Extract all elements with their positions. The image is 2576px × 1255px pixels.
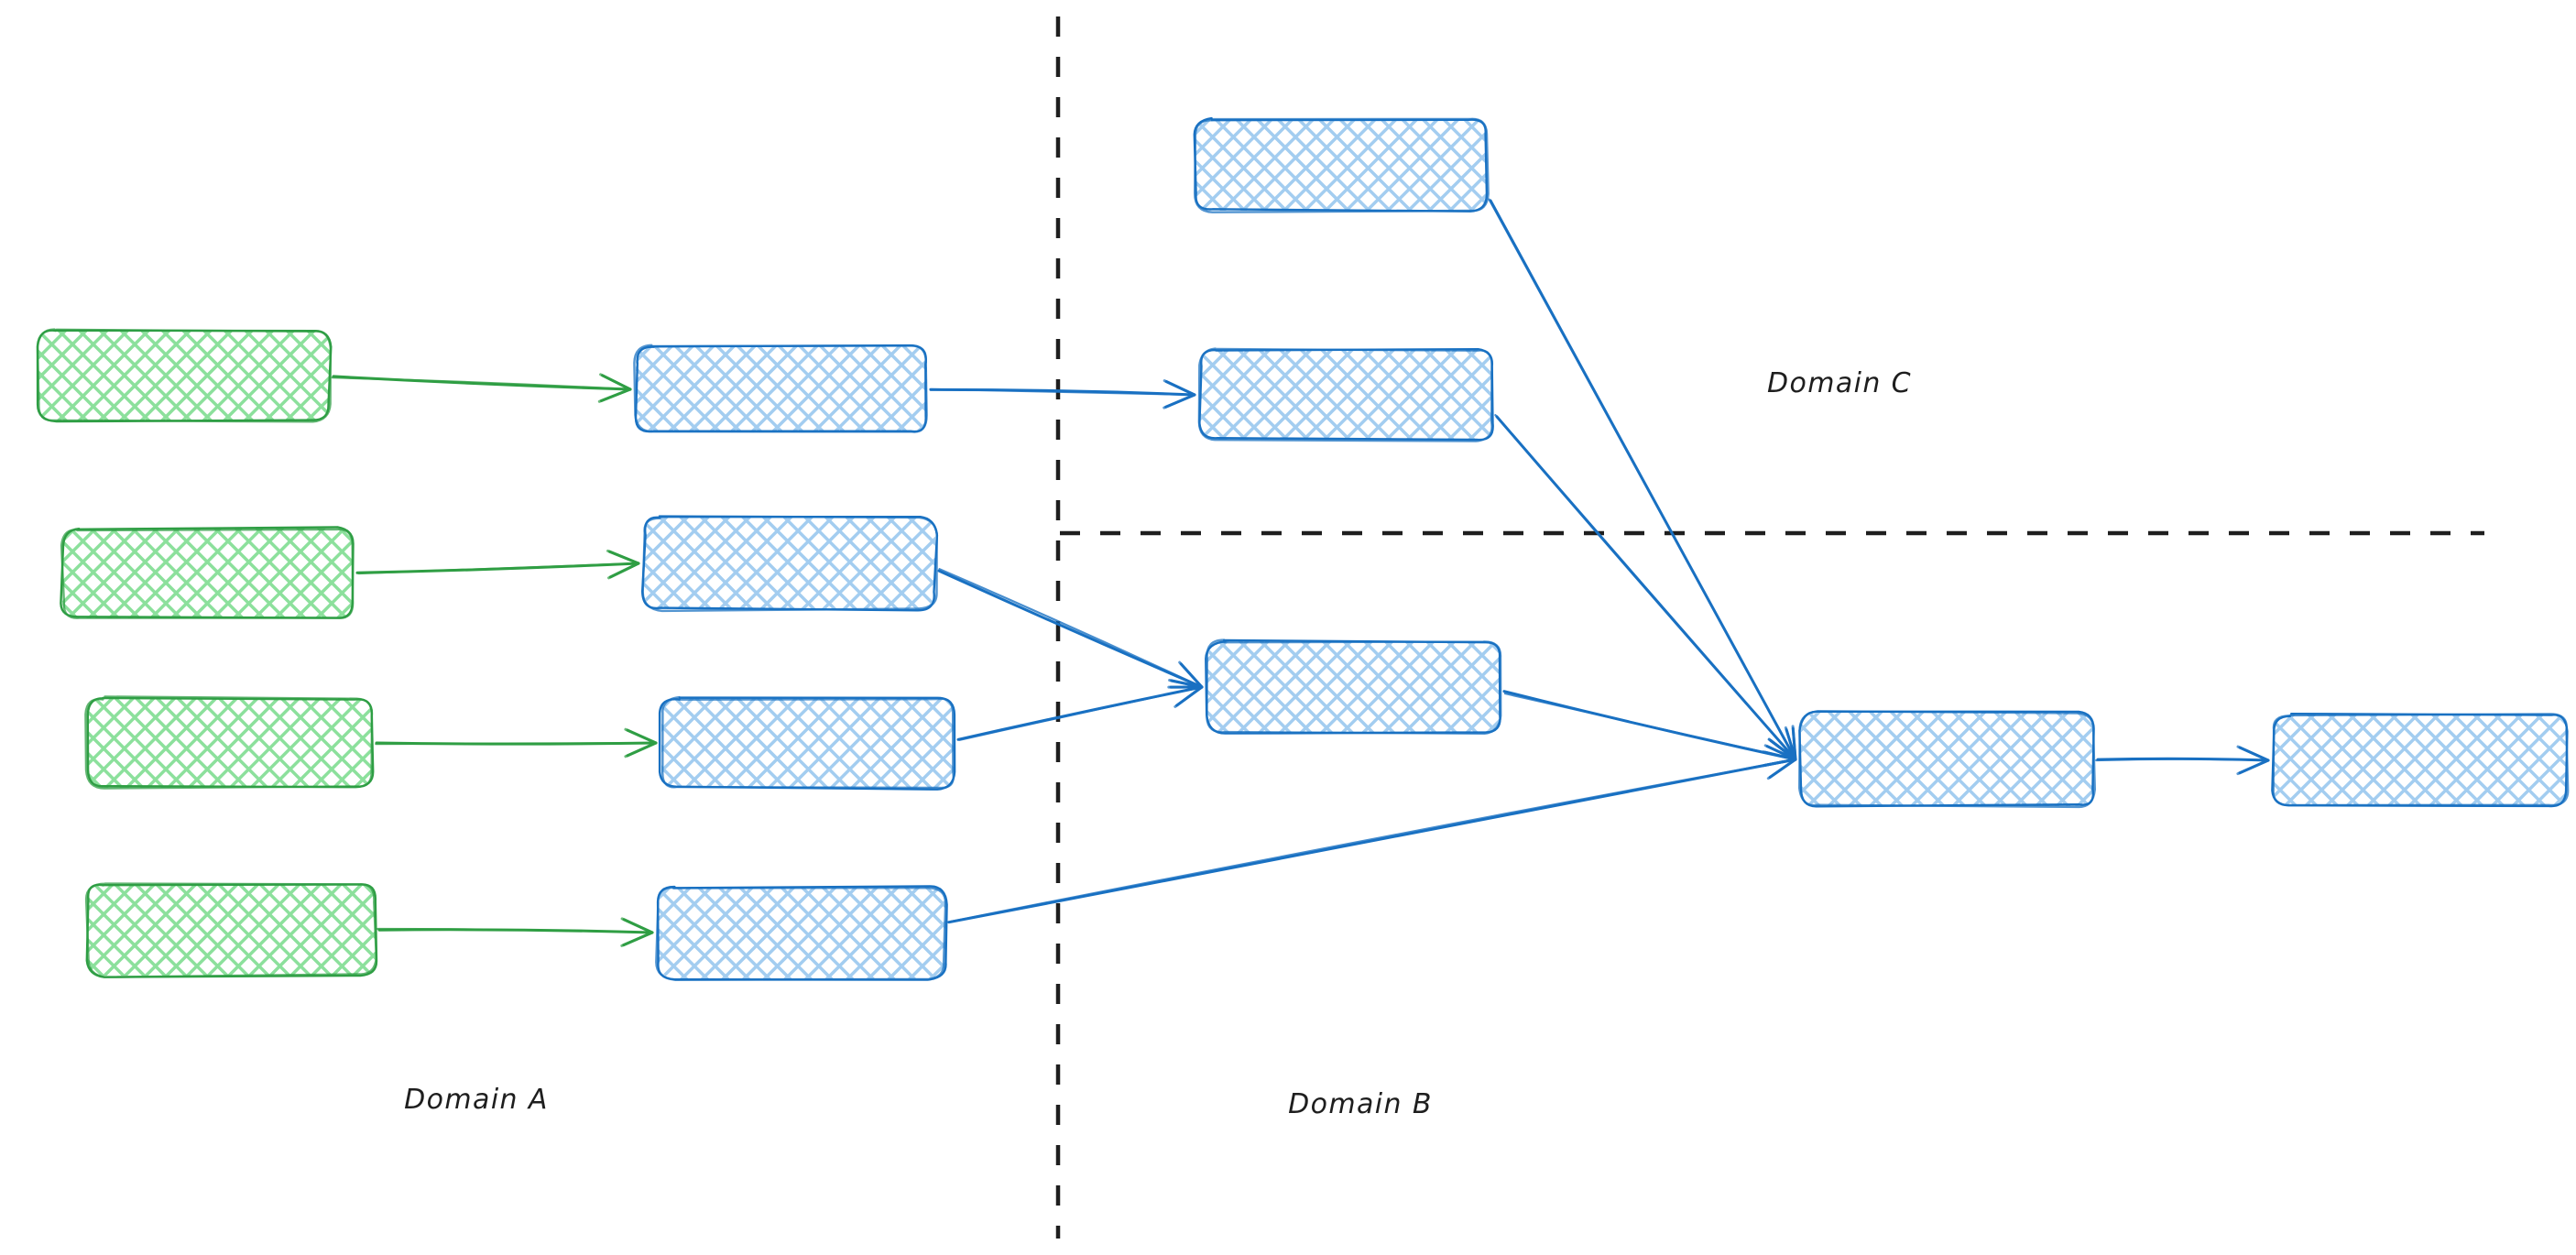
node-c3[interactable] [1205, 638, 1502, 735]
label-domain-a: Domain A [404, 1084, 549, 1116]
node-b3[interactable] [658, 695, 956, 791]
node-a3[interactable] [84, 695, 375, 790]
edge-c2-d1 [1494, 414, 1797, 761]
node-c2[interactable] [1197, 347, 1494, 442]
edge-b1-c2 [929, 379, 1196, 409]
label-domain-b: Domain B [1288, 1088, 1433, 1120]
node-c1[interactable] [1193, 116, 1490, 213]
edge-c3-d1 [1502, 690, 1797, 768]
nodes-layer [36, 116, 2570, 981]
edge-c1-d1 [1488, 198, 1797, 761]
node-d1[interactable] [1798, 710, 2096, 809]
edge-a1-b1 [331, 373, 632, 403]
node-e1[interactable] [2271, 713, 2570, 808]
node-b1[interactable] [633, 344, 928, 433]
edge-a4-b4 [377, 917, 654, 947]
node-a2[interactable] [60, 526, 355, 619]
label-domain-c: Domain C [1767, 367, 1912, 399]
edge-d1-e1 [2095, 745, 2270, 776]
edge-b3-c3 [956, 679, 1204, 741]
node-a1[interactable] [36, 328, 333, 423]
edge-a2-b2 [355, 549, 640, 580]
domain-labels-layer: Domain A Domain B Domain C [404, 367, 1912, 1120]
edge-a3-b3 [375, 727, 658, 758]
node-b2[interactable] [641, 515, 939, 613]
edge-b4-d1 [946, 750, 1797, 924]
node-a4[interactable] [84, 882, 378, 978]
edge-b2-c3 [937, 568, 1204, 689]
domain-dividers [1055, 16, 2484, 1239]
node-b4[interactable] [655, 885, 948, 981]
edges-layer [331, 198, 2270, 947]
